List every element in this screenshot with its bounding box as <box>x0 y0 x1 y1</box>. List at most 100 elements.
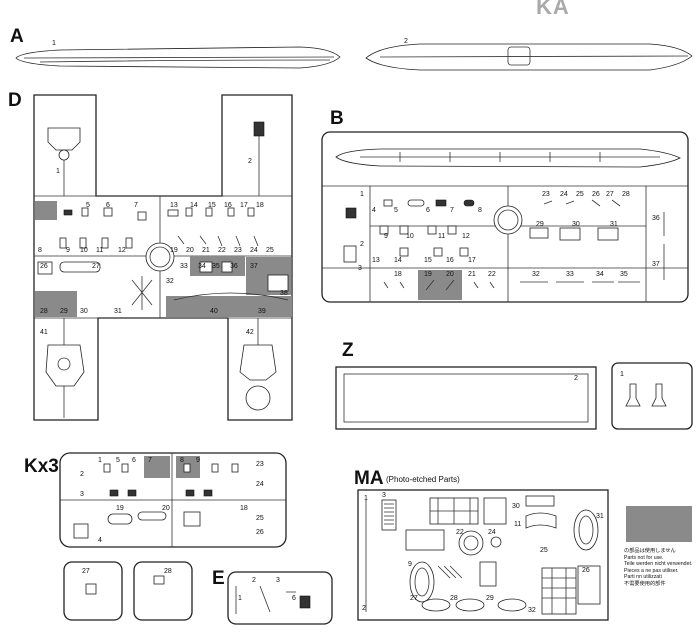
part-number-d1: 1 <box>56 168 60 175</box>
sprue-label-a: A <box>10 26 24 47</box>
part-number-ma22: 22 <box>456 529 464 536</box>
part-d1 <box>47 127 81 151</box>
part-number-b36: 36 <box>652 215 660 222</box>
part-number-b28: 28 <box>622 191 630 198</box>
legend-line-it: Parti nn utilizzati <box>624 574 662 581</box>
part-number-d16: 16 <box>224 202 232 209</box>
part-number-ma3: 3 <box>382 492 386 499</box>
corner-title: KA <box>536 0 570 19</box>
part-number-ma32: 32 <box>528 607 536 614</box>
part-number-b35: 35 <box>620 271 628 278</box>
part-number-k6: 6 <box>132 457 136 464</box>
part-number-b16: 16 <box>446 257 454 264</box>
part-number-ma2: 2 <box>362 605 366 612</box>
part-number-d18: 18 <box>256 202 264 209</box>
part-number-d32: 32 <box>166 278 174 285</box>
part-number-d41: 41 <box>40 329 48 336</box>
part-number-b25: 25 <box>576 191 584 198</box>
part-number-d25: 25 <box>266 247 274 254</box>
part-number-d34: 34 <box>198 263 206 270</box>
part-number-d20: 20 <box>186 247 194 254</box>
unused-parts-legend: の部品は使用しません Parts not for use. Teile werd… <box>624 548 700 588</box>
part-number-b34: 34 <box>596 271 604 278</box>
legend-line-en: Parts not for use. <box>624 554 664 561</box>
unused-parts-swatch <box>626 506 692 542</box>
part-number-d13: 13 <box>170 202 178 209</box>
part-number-e3: 3 <box>276 577 280 584</box>
part-number-k5: 5 <box>116 457 120 464</box>
part-number-ma26: 26 <box>582 567 590 574</box>
part-number-d8: 8 <box>38 247 42 254</box>
part-number-d30: 30 <box>80 308 88 315</box>
part-number-k20: 20 <box>162 505 170 512</box>
part-number-k9: 9 <box>196 457 200 464</box>
part-number-e2: 2 <box>252 577 256 584</box>
part-number-d6: 6 <box>106 202 110 209</box>
part-number-d27: 27 <box>92 263 100 270</box>
part-d42 <box>239 344 277 381</box>
part-number-a2: 2 <box>404 38 408 45</box>
part-number-b7: 7 <box>450 207 454 214</box>
sprue-d: 1 2 <box>33 94 293 421</box>
part-number-k3: 3 <box>80 491 84 498</box>
part-number-d5: 5 <box>86 202 90 209</box>
part-number-b12: 12 <box>462 233 470 240</box>
legend-line-fr: Pieces a ne pas utiliser. <box>624 567 679 574</box>
part-number-d14: 14 <box>190 202 198 209</box>
part-number-k23: 23 <box>256 461 264 468</box>
part-number-b26: 26 <box>592 191 600 198</box>
part-number-d19: 19 <box>170 247 178 254</box>
part-number-a1: 1 <box>52 40 56 47</box>
part-number-ma30: 30 <box>512 503 520 510</box>
part-number-b31: 31 <box>610 221 618 228</box>
deck-part <box>335 148 681 168</box>
part-number-d17: 17 <box>240 202 248 209</box>
sprue-a: 1 2 <box>15 38 693 71</box>
part-number-d33: 33 <box>180 263 188 270</box>
part-number-b20: 20 <box>446 271 454 278</box>
part-number-k7: 7 <box>148 457 152 464</box>
part-number-d26: 26 <box>40 263 48 270</box>
part-number-b10: 10 <box>406 233 414 240</box>
part-number-d36: 36 <box>230 263 238 270</box>
part-number-b17: 17 <box>468 257 476 264</box>
part-number-b27: 27 <box>606 191 614 198</box>
part-number-k26: 26 <box>256 529 264 536</box>
part-number-ma28: 28 <box>450 595 458 602</box>
part-number-d38: 38 <box>280 290 288 297</box>
part-number-b19: 19 <box>424 271 432 278</box>
part-number-k18: 18 <box>240 505 248 512</box>
part-number-d28: 28 <box>40 308 48 315</box>
part-number-b4: 4 <box>372 207 376 214</box>
part-number-d12: 12 <box>118 247 126 254</box>
sprue-k: 1 5 6 7 8 9 2 3 4 19 20 18 23 24 25 26 2… <box>59 452 287 621</box>
small-parts-d-topleft <box>37 207 153 310</box>
part-number-d11: 11 <box>96 247 103 254</box>
small-parts-k <box>73 463 239 539</box>
part-number-k24: 24 <box>256 481 264 488</box>
part-number-b33: 33 <box>566 271 574 278</box>
part-number-ma24: 24 <box>488 529 496 536</box>
part-number-b15: 15 <box>424 257 432 264</box>
part-number-b32: 32 <box>532 271 540 278</box>
part-number-d29: 29 <box>60 308 68 315</box>
part-number-b21: 21 <box>468 271 476 278</box>
part-number-k25: 25 <box>256 515 264 522</box>
part-number-b6: 6 <box>426 207 430 214</box>
part-number-d9: 9 <box>66 247 70 254</box>
part-number-b8: 8 <box>478 207 482 214</box>
hull-part-2 <box>365 43 693 71</box>
part-number-e1: 1 <box>238 595 242 602</box>
sprue-label-z: Z <box>342 340 354 361</box>
part-number-b24: 24 <box>560 191 568 198</box>
part-number-d21: 21 <box>202 247 210 254</box>
part-number-b1: 1 <box>360 191 364 198</box>
part-number-d24: 24 <box>250 247 258 254</box>
part-number-d42: 42 <box>246 329 254 336</box>
sprue-e: 1 2 3 6 <box>227 571 333 625</box>
part-number-ma9: 9 <box>408 561 412 568</box>
part-number-b14: 14 <box>394 257 402 264</box>
part-number-b3: 3 <box>358 265 362 272</box>
part-number-b30: 30 <box>572 221 580 228</box>
